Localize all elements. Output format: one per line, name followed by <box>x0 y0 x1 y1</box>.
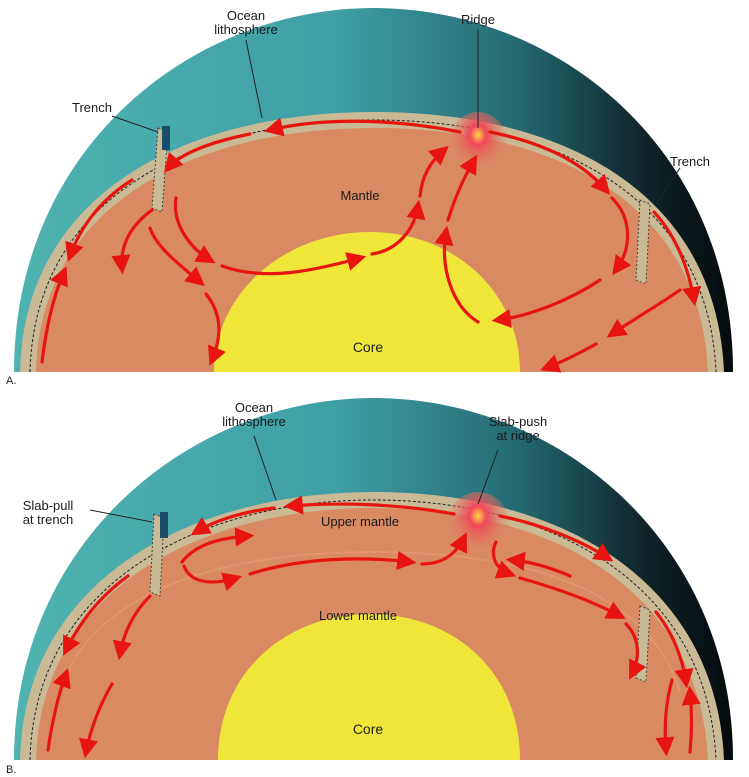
label-ocean-lithosphere-2: lithosphere <box>214 22 278 37</box>
label-ridge: Ridge <box>461 12 495 27</box>
label-slab-push-2: at ridge <box>496 428 539 443</box>
diagram-a: Ocean lithosphere Ridge Trench Trench Ma… <box>0 0 749 388</box>
label-mantle: Mantle <box>340 188 379 203</box>
label-slab-pull-1: Slab-pull <box>23 498 74 513</box>
diagram-a-graphic: Ocean lithosphere Ridge Trench Trench Ma… <box>6 8 733 387</box>
diagram-b-graphic: Ocean lithosphere Slab-push at ridge Sla… <box>6 398 733 776</box>
label-core: Core <box>353 339 384 355</box>
label-trench-right: Trench <box>670 154 710 169</box>
diagram-b: Ocean lithosphere Slab-push at ridge Sla… <box>0 392 749 777</box>
core <box>214 232 520 372</box>
label-upper-mantle: Upper mantle <box>321 514 399 529</box>
panel-letter-a: A. <box>6 375 16 387</box>
label-core: Core <box>353 721 384 737</box>
label-slab-push-1: Slab-push <box>489 414 548 429</box>
convection-arrows <box>40 117 702 373</box>
label-ocean-lithosphere-1: Ocean <box>227 8 265 23</box>
core <box>218 614 520 760</box>
label-slab-pull-2: at trench <box>23 512 74 527</box>
convection-arrows <box>46 495 701 759</box>
trench-slab-right <box>635 199 651 285</box>
label-ocean-lithosphere-2: lithosphere <box>222 414 286 429</box>
label-ocean-lithosphere-1: Ocean <box>235 400 273 415</box>
panel-letter-b: B. <box>6 764 16 776</box>
label-trench-left: Trench <box>72 100 112 115</box>
label-lower-mantle: Lower mantle <box>319 608 397 623</box>
